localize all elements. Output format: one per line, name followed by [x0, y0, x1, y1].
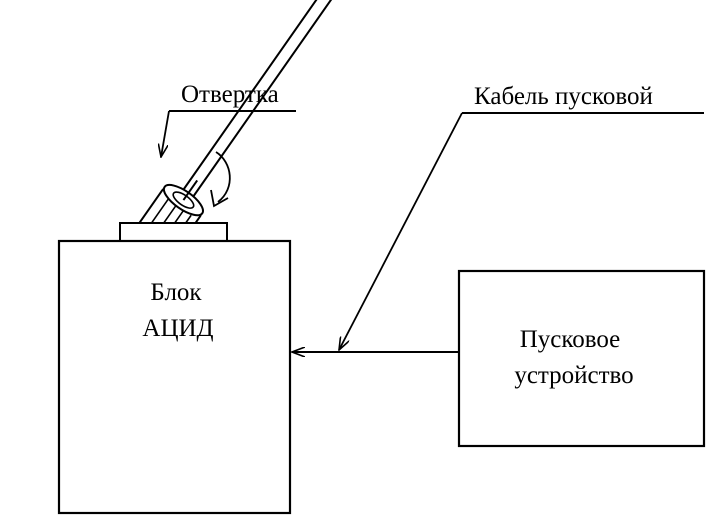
starter-label-line2: устройство	[514, 362, 633, 389]
adjustment-cap	[119, 222, 228, 243]
screwdriver-leader	[161, 110, 170, 157]
block-acid	[57, 239, 292, 515]
block-label-line2: АЦИД	[142, 315, 213, 342]
starter-label-line1: Пусковое	[520, 326, 621, 353]
cable-leader	[339, 112, 463, 350]
rotation-arrow	[210, 151, 231, 208]
starter-device	[457, 269, 706, 448]
screwdriver-label: Отвертка	[181, 81, 279, 108]
cable-label: Кабель пусковой	[474, 83, 653, 110]
block-label-line1: Блок	[150, 279, 202, 306]
